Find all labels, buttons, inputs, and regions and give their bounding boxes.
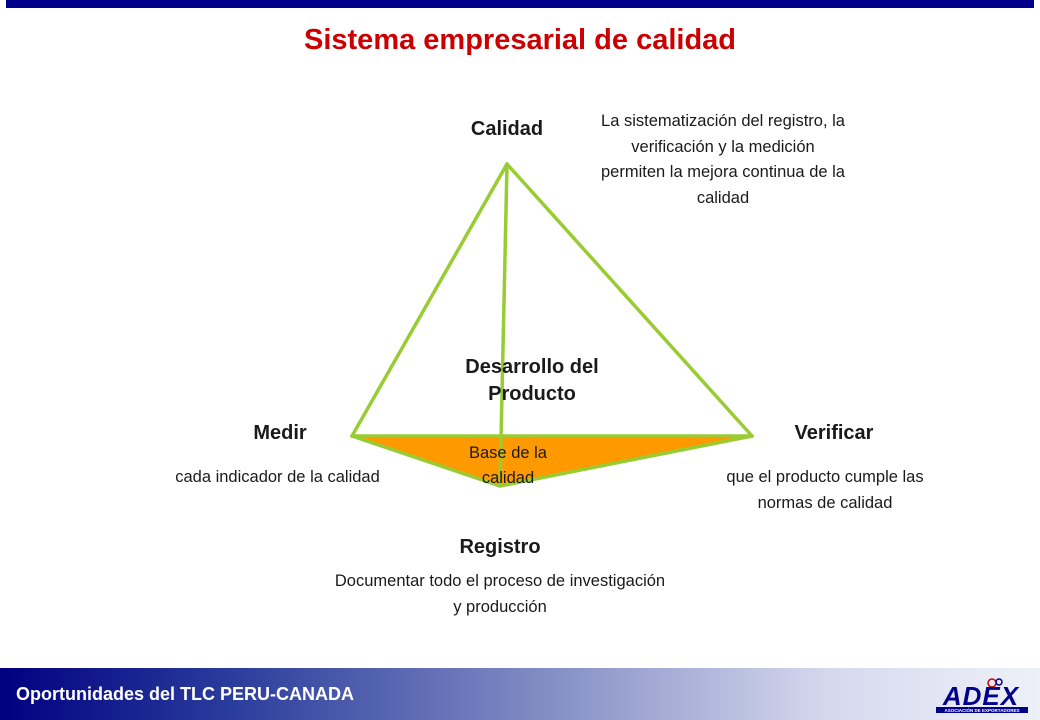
left-vertex-description: cada indicador de la calidad: [175, 468, 380, 486]
left-vertex-label: Medir: [253, 422, 307, 444]
pyramid-edge-right: [505, 162, 754, 438]
footer-bar: Oportunidades del TLC PERU-CANADA: [0, 668, 1040, 720]
svg-text:ADEX: ADEX: [942, 681, 1020, 711]
top-bar: [6, 0, 1034, 8]
apex-label: Calidad: [470, 118, 544, 140]
page-title: Sistema empresarial de calidad: [304, 24, 736, 56]
pyramid-edge-left: [350, 162, 509, 438]
bottom-vertex-description: Documentar todo el proceso de investigac…: [334, 572, 666, 616]
svg-text:ASOCIACIÓN DE EXPORTADORES: ASOCIACIÓN DE EXPORTADORES: [945, 706, 1020, 713]
apex-description: La sistematización del registro, la veri…: [601, 112, 845, 207]
center-label: Desarrollo del Producto: [465, 356, 599, 405]
footer-text: Oportunidades del TLC PERU-CANADA: [16, 684, 355, 704]
base-label: Base de la calidad: [469, 444, 547, 487]
pyramid-base-right: [498, 434, 754, 488]
right-vertex-label: Verificar: [794, 422, 874, 444]
pyramid-diagram: [350, 162, 754, 488]
pyramid-base-left: [350, 434, 502, 488]
right-vertex-description: que el producto cumple las normas de cal…: [726, 468, 924, 512]
pyramid-base-face: [352, 436, 752, 486]
adex-logo: ADEX ASOCIACIÓN DE EXPORTADORES: [936, 678, 1028, 713]
bottom-vertex-label: Registro: [459, 536, 541, 558]
pyramid-edge-center: [498, 162, 509, 488]
